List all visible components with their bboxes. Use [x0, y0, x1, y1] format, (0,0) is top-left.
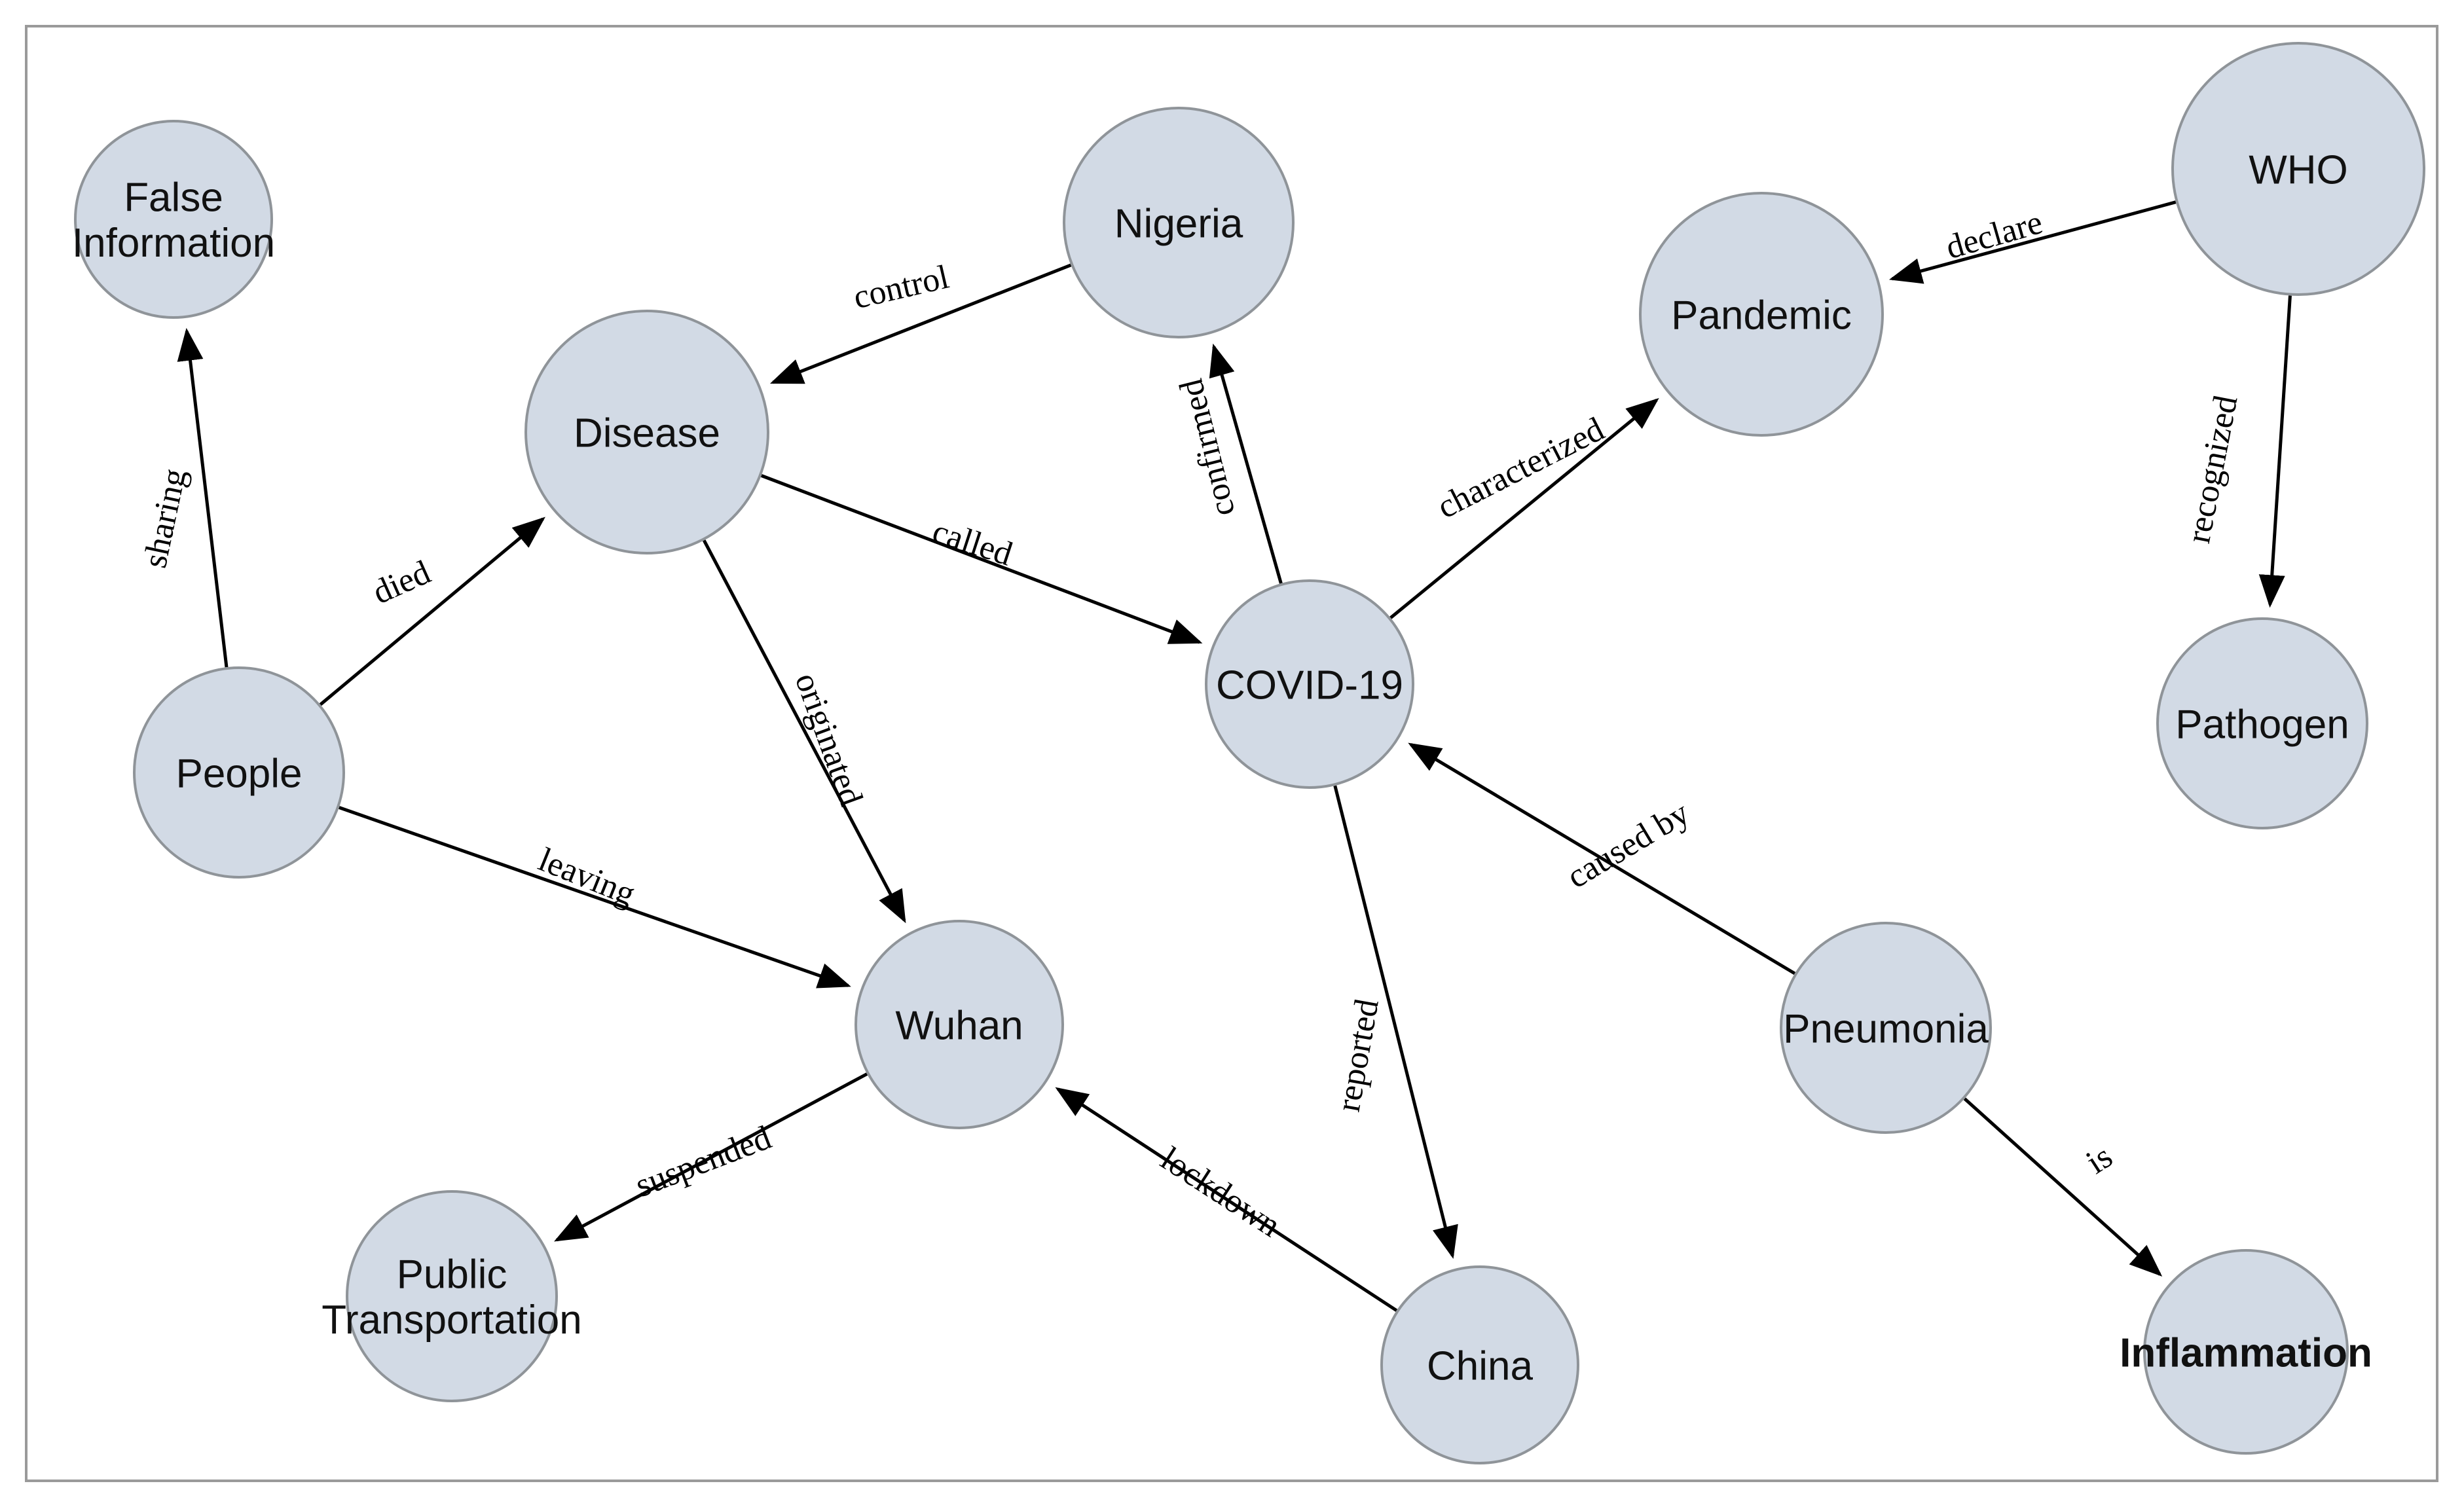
node-circle-nigeria[interactable]: [1063, 107, 1295, 338]
node-people[interactable]: People: [133, 666, 345, 879]
edge-nigeria-to-disease: [769, 263, 1072, 384]
edge-who-to-pathogen: [2258, 295, 2292, 608]
edge-disease-to-covid19: [760, 474, 1203, 644]
node-covid19[interactable]: COVID-19: [1205, 579, 1414, 789]
node-label-false_information: Information: [72, 221, 275, 266]
edge-people-to-wuhan: [339, 806, 851, 989]
node-pneumonia[interactable]: Pneumonia: [1780, 922, 1992, 1134]
edge-label-e9: recognized: [2180, 392, 2245, 546]
edge-pneumonia-to-covid19: [1408, 742, 1796, 975]
edge-label-e1: sharing: [136, 465, 194, 572]
node-label-disease: Disease: [574, 410, 720, 456]
node-pathogen[interactable]: Pathogen: [2156, 617, 2368, 829]
edge-label-e15: suspended: [631, 1119, 777, 1205]
node-circle-china[interactable]: [1380, 1265, 1579, 1464]
edge-label-e5: originated: [788, 668, 870, 811]
edge-label-e11: is: [2080, 1138, 2119, 1182]
edge-label-e8: declare: [1941, 204, 2046, 266]
node-label-who: WHO: [2249, 147, 2348, 192]
edge-label-e12: reported: [1330, 996, 1386, 1115]
edge-wuhan-to-public_transportation: [554, 1072, 868, 1242]
node-circle-wuhan[interactable]: [855, 920, 1064, 1129]
node-circle-people[interactable]: [133, 666, 345, 879]
node-label-people: People: [175, 751, 302, 796]
edge-people-to-disease: [319, 517, 545, 706]
node-label-pandemic: Pandemic: [1671, 293, 1852, 338]
node-label-false_information: False: [124, 175, 223, 221]
edge-label-e2: died: [367, 554, 436, 611]
node-label-wuhan: Wuhan: [895, 1003, 1023, 1048]
edge-label-e14: leaving: [534, 841, 640, 913]
node-circle-inflammation[interactable]: [2143, 1249, 2349, 1455]
edge-label-e7: characterized: [1431, 410, 1610, 526]
node-circle-pathogen[interactable]: [2156, 617, 2368, 829]
edge-covid19-to-pandemic: [1389, 397, 1659, 619]
node-circle-false_information[interactable]: [74, 120, 273, 319]
node-label-public_transportation: Public: [397, 1252, 507, 1298]
node-label-inflammation: Inflammation: [2120, 1330, 2372, 1375]
node-label-nigeria: Nigeria: [1114, 201, 1243, 246]
node-circle-covid19[interactable]: [1205, 579, 1414, 789]
edge-pneumonia-to-inflammation: [1963, 1097, 2163, 1277]
node-disease[interactable]: Disease: [524, 310, 769, 554]
node-circle-pandemic[interactable]: [1639, 192, 1884, 437]
node-circle-public_transportation[interactable]: [346, 1190, 558, 1402]
edge-covid19-to-nigeria: [1209, 343, 1283, 584]
edge-china-to-wuhan: [1055, 1087, 1398, 1312]
node-nigeria[interactable]: Nigeria: [1063, 107, 1295, 338]
node-china[interactable]: China: [1380, 1265, 1579, 1464]
edges-layer: [177, 200, 2292, 1312]
edge-label-e13: lockdown: [1154, 1140, 1287, 1244]
node-label-public_transportation: Transportation: [322, 1298, 581, 1343]
node-pandemic[interactable]: Pandemic: [1639, 192, 1884, 437]
node-label-pneumonia: Pneumonia: [1783, 1006, 1989, 1051]
edge-disease-to-wuhan: [702, 539, 906, 924]
node-wuhan[interactable]: Wuhan: [855, 920, 1064, 1129]
edge-label-e6: confirmed: [1172, 375, 1242, 520]
node-who[interactable]: WHO: [2171, 42, 2425, 296]
node-label-covid19: COVID-19: [1216, 663, 1403, 708]
edge-who-to-pandemic: [1888, 200, 2177, 284]
edge-label-e3: control: [850, 259, 952, 317]
node-label-pathogen: Pathogen: [2175, 702, 2349, 747]
node-circle-pneumonia[interactable]: [1780, 922, 1992, 1134]
edge-people-to-false_information: [177, 327, 229, 668]
node-inflammation[interactable]: Inflammation: [2120, 1249, 2372, 1455]
node-circle-disease[interactable]: [524, 310, 769, 554]
node-circle-who[interactable]: [2171, 42, 2425, 296]
edge-label-e4: called: [928, 513, 1017, 573]
edge-covid19-to-china: [1333, 785, 1458, 1259]
node-label-china: China: [1427, 1343, 1534, 1389]
